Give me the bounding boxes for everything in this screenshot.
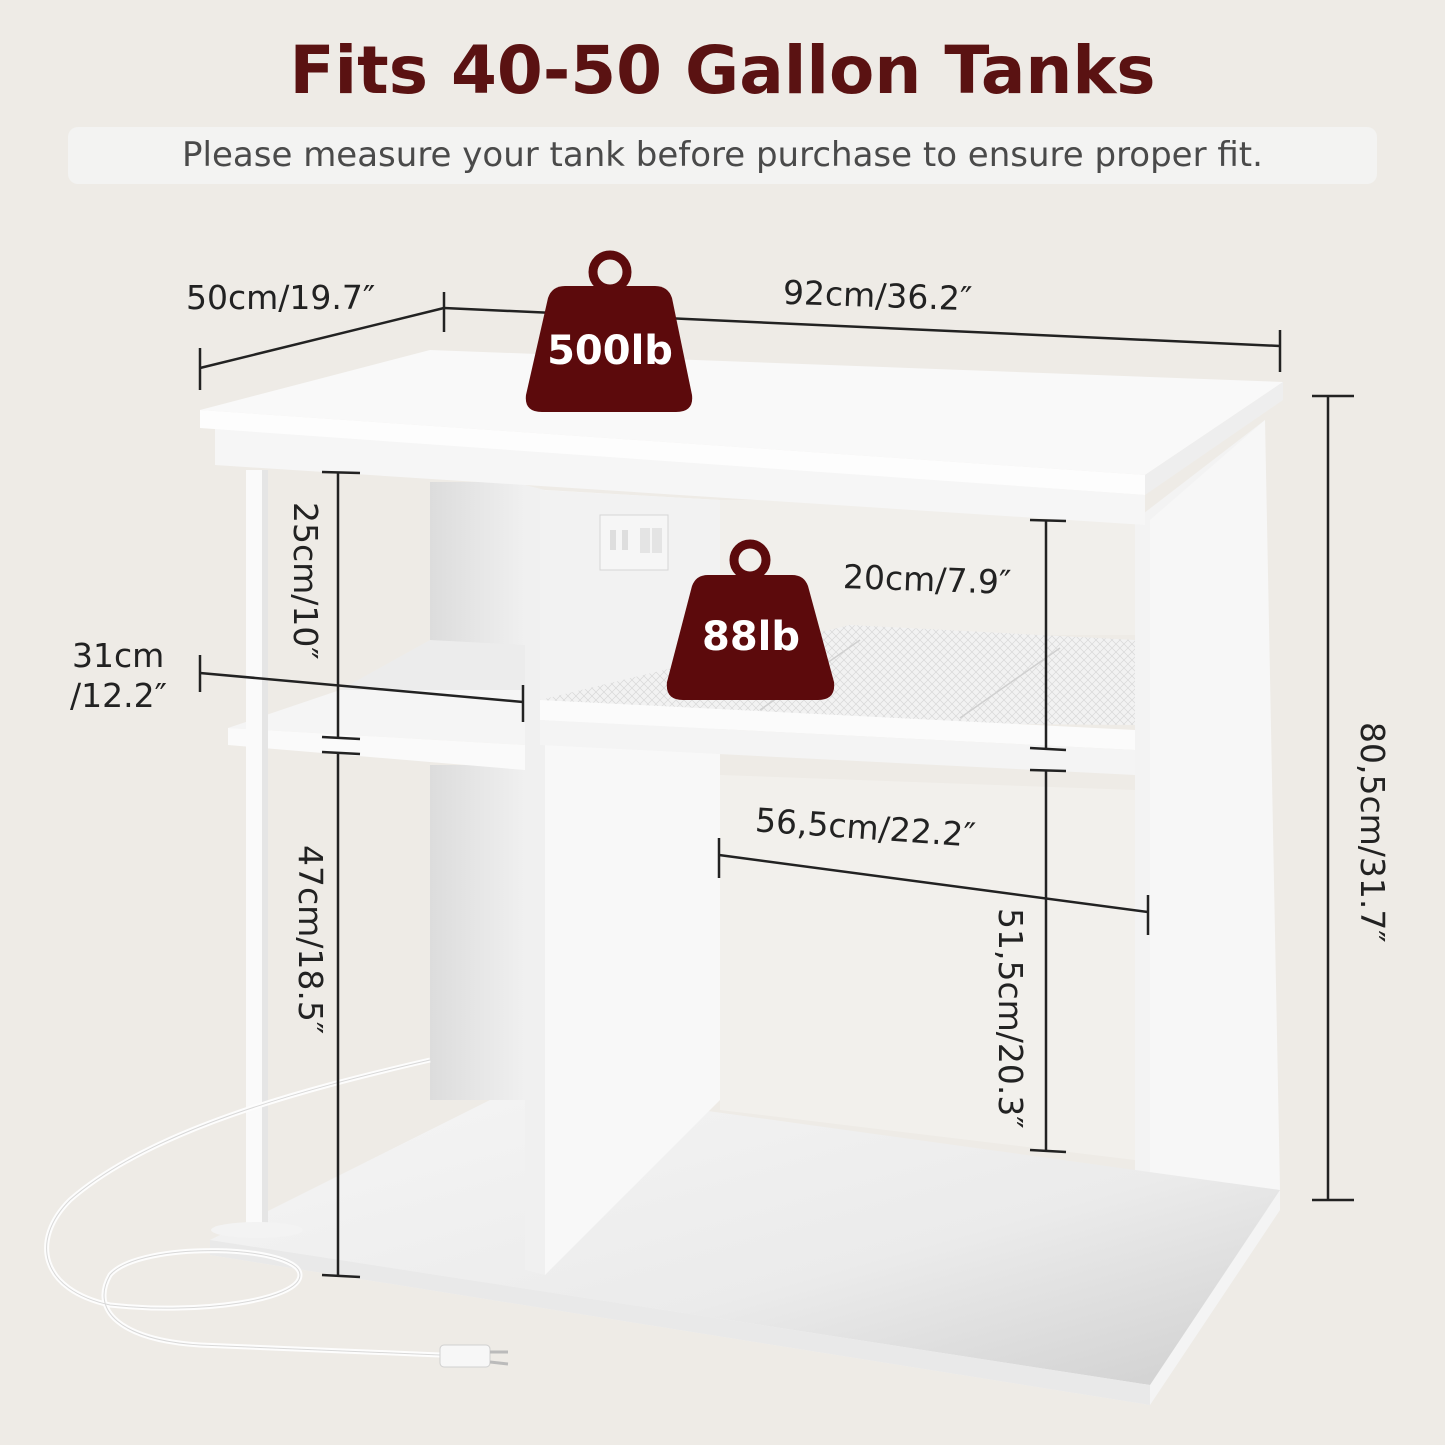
subtitle-text: Please measure your tank before purchase… <box>182 135 1263 175</box>
dim-width: 92cm/36.2″ <box>782 272 973 319</box>
dim-upper-left-height: 25cm/10″ <box>286 502 325 660</box>
weight-badge-shelf: 88lb <box>701 614 800 660</box>
dim-left-shelf-depth-2: /12.2″ <box>70 676 167 715</box>
dim-left-shelf-depth-1: 31cm <box>72 636 165 675</box>
dim-lower-left-height: 47cm/18.5″ <box>291 845 330 1035</box>
side-rod <box>211 470 303 1238</box>
dim-lower-right-height: 51,5cm/20.3″ <box>991 908 1030 1129</box>
page-title: Fits 40-50 Gallon Tanks <box>289 32 1156 109</box>
power-outlet-icon <box>599 514 669 571</box>
stand-body <box>200 350 1283 1405</box>
dim-depth: 50cm/19.7″ <box>186 278 376 317</box>
subtitle-banner: Please measure your tank before purchase… <box>68 127 1377 184</box>
dim-total-height: 80,5cm/31.7″ <box>1353 722 1392 943</box>
power-cord <box>44 1057 509 1368</box>
weight-icon <box>666 539 835 700</box>
weight-icon <box>525 250 693 412</box>
dim-upper-right-height: 20cm/7.9″ <box>842 557 1012 602</box>
weight-badge-top: 500lb <box>547 328 673 374</box>
